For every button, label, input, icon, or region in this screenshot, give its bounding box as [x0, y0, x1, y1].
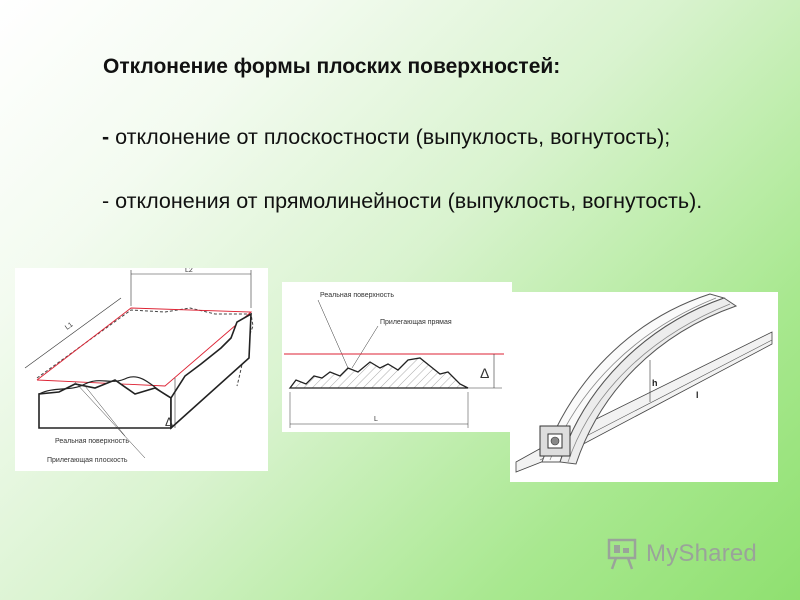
straightness-diagram: Реальная поверхность Прилегающая прямая …: [282, 282, 512, 432]
bullet-dash: -: [102, 125, 110, 149]
dim-l2-label: L2: [185, 268, 193, 274]
bullet-text: отклонение от плоскостности (выпуклость,…: [109, 125, 671, 149]
watermark: MyShared: [606, 536, 757, 572]
slide-title: Отклонение формы плоских поверхностей:: [103, 55, 561, 78]
delta-label: Δ: [165, 415, 173, 429]
bullet-text: отклонения от прямолинейности (выпуклост…: [109, 189, 703, 213]
bullet-dash: -: [102, 189, 110, 213]
dim-l1-label: L1: [64, 321, 75, 331]
adjacent-plane-label: Прилегающая плоскость: [47, 457, 128, 464]
h-label: h: [652, 378, 658, 388]
presentation-board-icon: [607, 538, 637, 570]
profile-diagram: h l: [510, 292, 778, 482]
real-surface-label: Реальная поверхность: [55, 438, 129, 445]
l-label: l: [696, 390, 699, 400]
flatness-diagram: L1 L2 Δ Реальная поверхность Прилегающая…: [15, 268, 268, 471]
real-surface-label: Реальная поверхность: [320, 292, 394, 299]
bullet-flatness: - отклонение от плоскостности (выпуклост…: [58, 122, 738, 153]
dim-l-label: L: [374, 416, 378, 423]
adjacent-line-label: Прилегающая прямая: [380, 319, 452, 326]
watermark-text: MyShared: [646, 540, 757, 567]
delta-label: Δ: [480, 365, 489, 381]
bullet-straightness: - отклонения от прямолинейности (выпукло…: [58, 186, 738, 217]
